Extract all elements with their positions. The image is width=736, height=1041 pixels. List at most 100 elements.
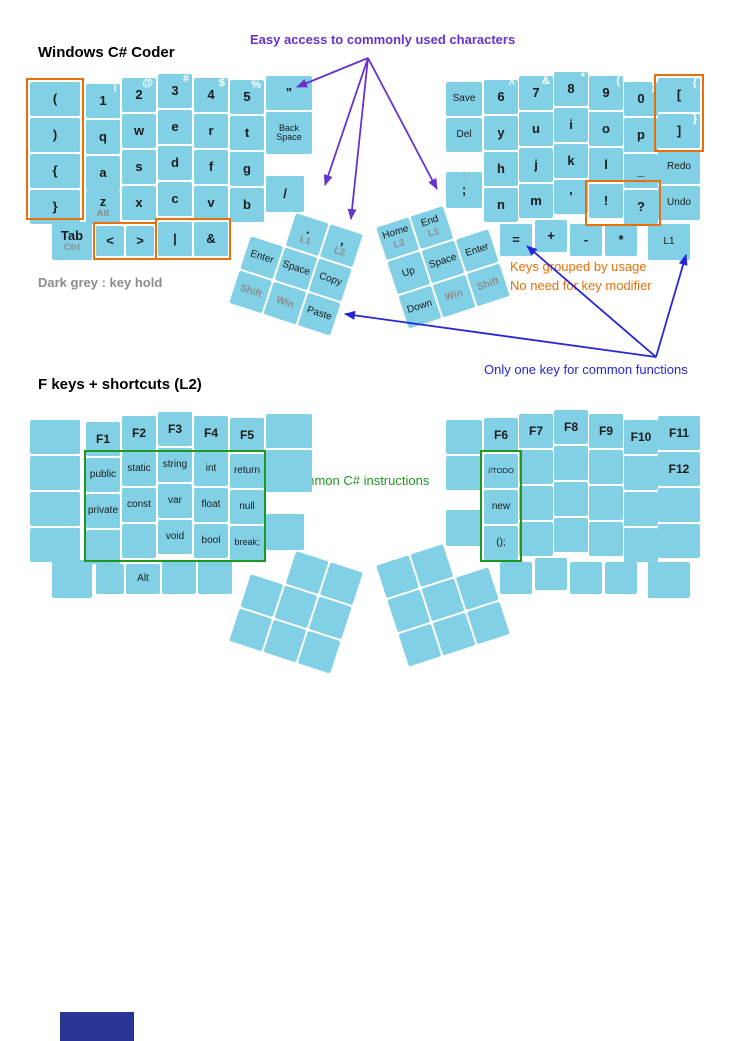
key-pipe: | <box>158 222 192 256</box>
key-label: , <box>339 232 348 248</box>
key-blank <box>122 524 156 558</box>
key-label: F10 <box>630 429 652 444</box>
key-double-quote: " <box>266 76 312 110</box>
key-label: r <box>208 123 214 139</box>
key-b: b <box>230 188 264 222</box>
key-blank <box>605 562 637 594</box>
key-blank <box>624 528 658 562</box>
key-blank <box>589 486 623 520</box>
key-label: 9 <box>602 85 610 101</box>
key-label: { <box>52 163 58 179</box>
blue-annotation-arrow <box>344 310 657 358</box>
key-label: l <box>604 157 608 173</box>
key-label: y <box>497 125 505 141</box>
key-shift-label: ! <box>113 83 117 95</box>
key-label: F7 <box>528 423 543 438</box>
key-label: Down <box>405 297 434 316</box>
key-p: p <box>624 118 658 152</box>
key-label: L1 <box>663 235 675 247</box>
key-blank <box>86 530 120 564</box>
footer-bar <box>60 1012 134 1041</box>
key-label: var <box>168 494 182 506</box>
key-7: &7 <box>519 75 553 110</box>
key-label: F8 <box>563 419 578 434</box>
key-label: F3 <box>167 421 182 436</box>
key-ampersand: & <box>194 222 228 256</box>
key-label: k <box>567 153 575 169</box>
key-label: j <box>534 157 538 173</box>
key-w: w <box>122 114 156 148</box>
key-minus: - <box>570 224 602 256</box>
key-label: Win <box>274 294 296 311</box>
key-const: const <box>122 488 156 522</box>
key-label: Enter <box>248 248 276 266</box>
green-highlight-box <box>84 450 266 562</box>
key-open-brace: { <box>30 154 80 188</box>
key-label: q <box>99 129 107 145</box>
key-v: v <box>194 186 228 220</box>
legend-key-hold: Dark grey : key hold <box>38 275 163 290</box>
note-keys-grouped: Keys grouped by usage <box>510 259 647 274</box>
key-plus: + <box>535 220 567 252</box>
key-blank <box>30 420 80 454</box>
key-label: * <box>618 232 624 248</box>
key-k: k <box>554 144 588 178</box>
key-label: Up <box>400 264 417 280</box>
key-label: x <box>135 195 143 211</box>
note-common-csharp: Common C# instructions <box>287 473 430 488</box>
blue-annotation-arrow <box>655 254 688 358</box>
key-public: public <box>86 458 120 492</box>
key-n: n <box>484 188 518 222</box>
key-f7: F7 <box>519 414 553 448</box>
key-static: static <box>122 452 156 486</box>
key-shift-label: ) <box>651 81 655 93</box>
key-0: )0 <box>624 81 658 116</box>
key-label: ; <box>461 182 467 198</box>
key-label: Back Space <box>276 122 302 142</box>
key-r: r <box>194 114 228 148</box>
key-blank <box>658 524 700 558</box>
key-label: const <box>127 498 151 510</box>
key-f10: F10 <box>624 420 658 454</box>
key-label: w <box>133 123 145 139</box>
key-label: > <box>136 233 144 249</box>
key-label: 8 <box>567 81 575 97</box>
key-f8: F8 <box>554 410 588 444</box>
key-f4: F4 <box>194 416 228 450</box>
key-less-than: < <box>96 226 124 256</box>
key-label: f <box>208 159 214 175</box>
key-open-bracket: {[ <box>658 77 700 112</box>
key-underscore: _ <box>624 154 658 188</box>
key-equals: = <box>500 224 532 256</box>
key-blank <box>519 522 553 556</box>
key-label: 3 <box>171 83 179 99</box>
key-blank <box>554 446 588 480</box>
key-o: o <box>589 112 623 146</box>
key-blank <box>624 492 658 526</box>
key-4: $4 <box>194 77 228 112</box>
key-f: f <box>194 150 228 184</box>
key-label: Undo <box>667 196 691 208</box>
key-return: return <box>230 454 264 488</box>
key-label: h <box>497 161 505 177</box>
note-one-key-functions: Only one key for common functions <box>484 362 688 377</box>
key-f2: F2 <box>122 416 156 450</box>
purple-annotation-arrow <box>323 57 369 186</box>
key-label: [ <box>676 87 682 103</box>
layout-title-fkeys-layer: F keys + shortcuts (L2) <box>38 376 202 393</box>
key-shift-label: : <box>462 171 466 182</box>
key-shift-label: * <box>580 71 585 83</box>
key-shift-label: @ <box>142 77 153 89</box>
key-label: string <box>162 458 188 470</box>
key-label: 2 <box>135 87 143 103</box>
key-shift-label: ^ <box>508 79 515 91</box>
key-private: private <box>86 494 120 528</box>
key-blank <box>570 562 602 594</box>
key-blank <box>554 518 588 552</box>
key-c: c <box>158 182 192 216</box>
key-5: %5 <box>230 79 264 114</box>
key-9: (9 <box>589 75 623 110</box>
key-label: (); <box>496 536 506 548</box>
